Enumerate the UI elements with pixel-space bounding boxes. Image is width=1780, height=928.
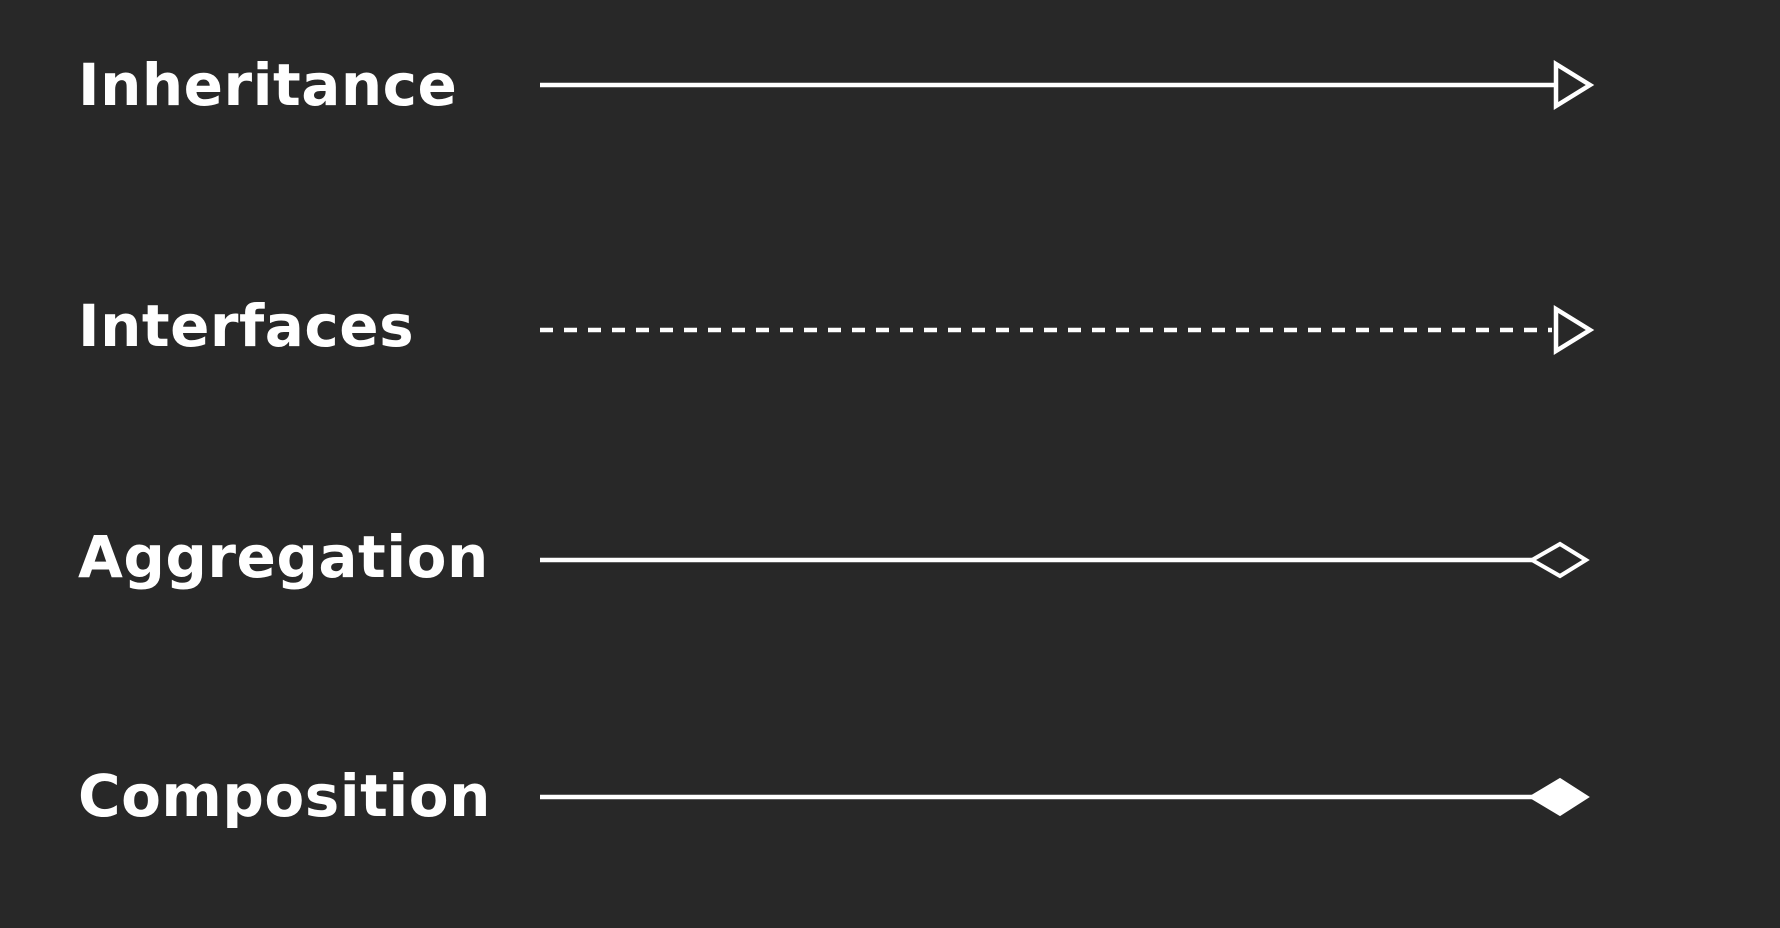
composition-label: Composition (78, 762, 491, 830)
hollow-diamond-arrowhead-icon (1527, 541, 1590, 579)
aggregation-connector (540, 541, 1590, 579)
hollow-triangle-arrowhead-icon (1553, 59, 1595, 111)
filled-diamond-arrowhead-icon (1528, 777, 1590, 817)
aggregation-label: Aggregation (78, 523, 489, 591)
interfaces-connector (540, 304, 1595, 356)
composition-connector (540, 777, 1590, 817)
interfaces-label: Interfaces (78, 292, 415, 360)
hollow-triangle-arrowhead-icon (1553, 304, 1595, 356)
inheritance-connector (540, 59, 1595, 111)
inheritance-label: Inheritance (78, 51, 458, 119)
